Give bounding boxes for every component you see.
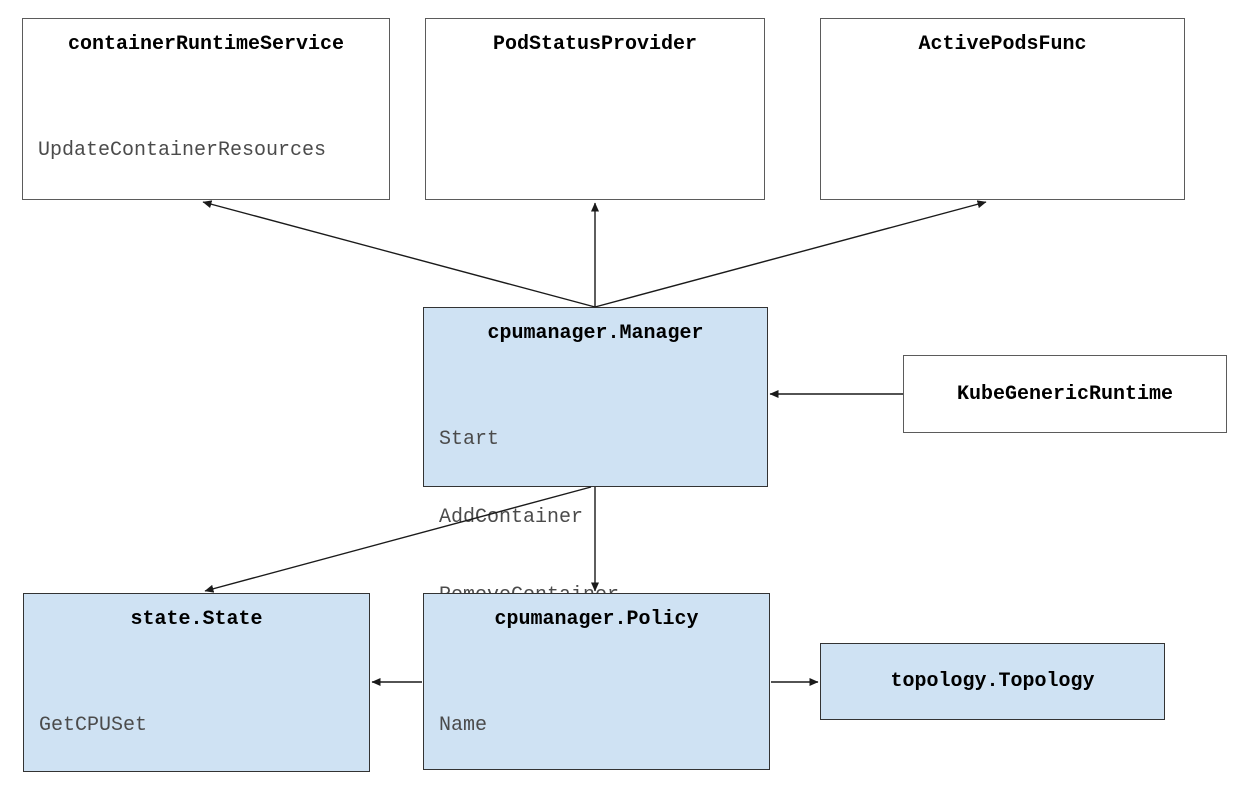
arrow-manager-to-container-runtime-service [202, 200, 596, 308]
box-cpumanager-manager: cpumanager.Manager Start AddContainer Re… [423, 307, 768, 685]
box-cpumanager-policy: cpumanager.Policy Name AddContainer Remo… [423, 593, 770, 770]
box-container-runtime-service-methods: UpdateContainerResources [23, 86, 389, 216]
box-state-state-methods: GetCPUSet GetDefaultCPUSet SetCPUSet Set… [24, 661, 369, 788]
box-pod-status-provider-title: PodStatusProvider [492, 33, 698, 56]
method-update-container-resources: UpdateContainerResources [38, 139, 327, 162]
box-cpumanager-policy-methods: Name AddContainer RemoveContainer [424, 661, 769, 788]
method-get-cpuset: GetCPUSet [39, 714, 148, 737]
method-name: Name [439, 714, 488, 737]
box-active-pods-func-title: ActivePodsFunc [918, 33, 1087, 56]
box-state-state: state.State GetCPUSet GetDefaultCPUSet S… [23, 593, 370, 772]
method-add-container: AddContainer [439, 506, 584, 529]
box-container-runtime-service-title: containerRuntimeService [67, 33, 345, 56]
box-active-pods-func: ActivePodsFunc [820, 18, 1185, 200]
box-topology-topology-title: topology.Topology [890, 670, 1095, 693]
arrow-manager-to-active-pods-func [594, 200, 987, 308]
box-cpumanager-manager-title: cpumanager.Manager [487, 322, 704, 345]
method-start: Start [439, 428, 500, 451]
box-container-runtime-service: containerRuntimeService UpdateContainerR… [22, 18, 390, 200]
box-state-state-title: state.State [130, 608, 263, 631]
box-cpumanager-policy-title: cpumanager.Policy [494, 608, 699, 631]
box-kube-generic-runtime-title: KubeGenericRuntime [956, 382, 1174, 406]
box-pod-status-provider: PodStatusProvider [425, 18, 765, 200]
box-topology-topology: topology.Topology [820, 643, 1165, 720]
box-kube-generic-runtime: KubeGenericRuntime [903, 355, 1227, 433]
